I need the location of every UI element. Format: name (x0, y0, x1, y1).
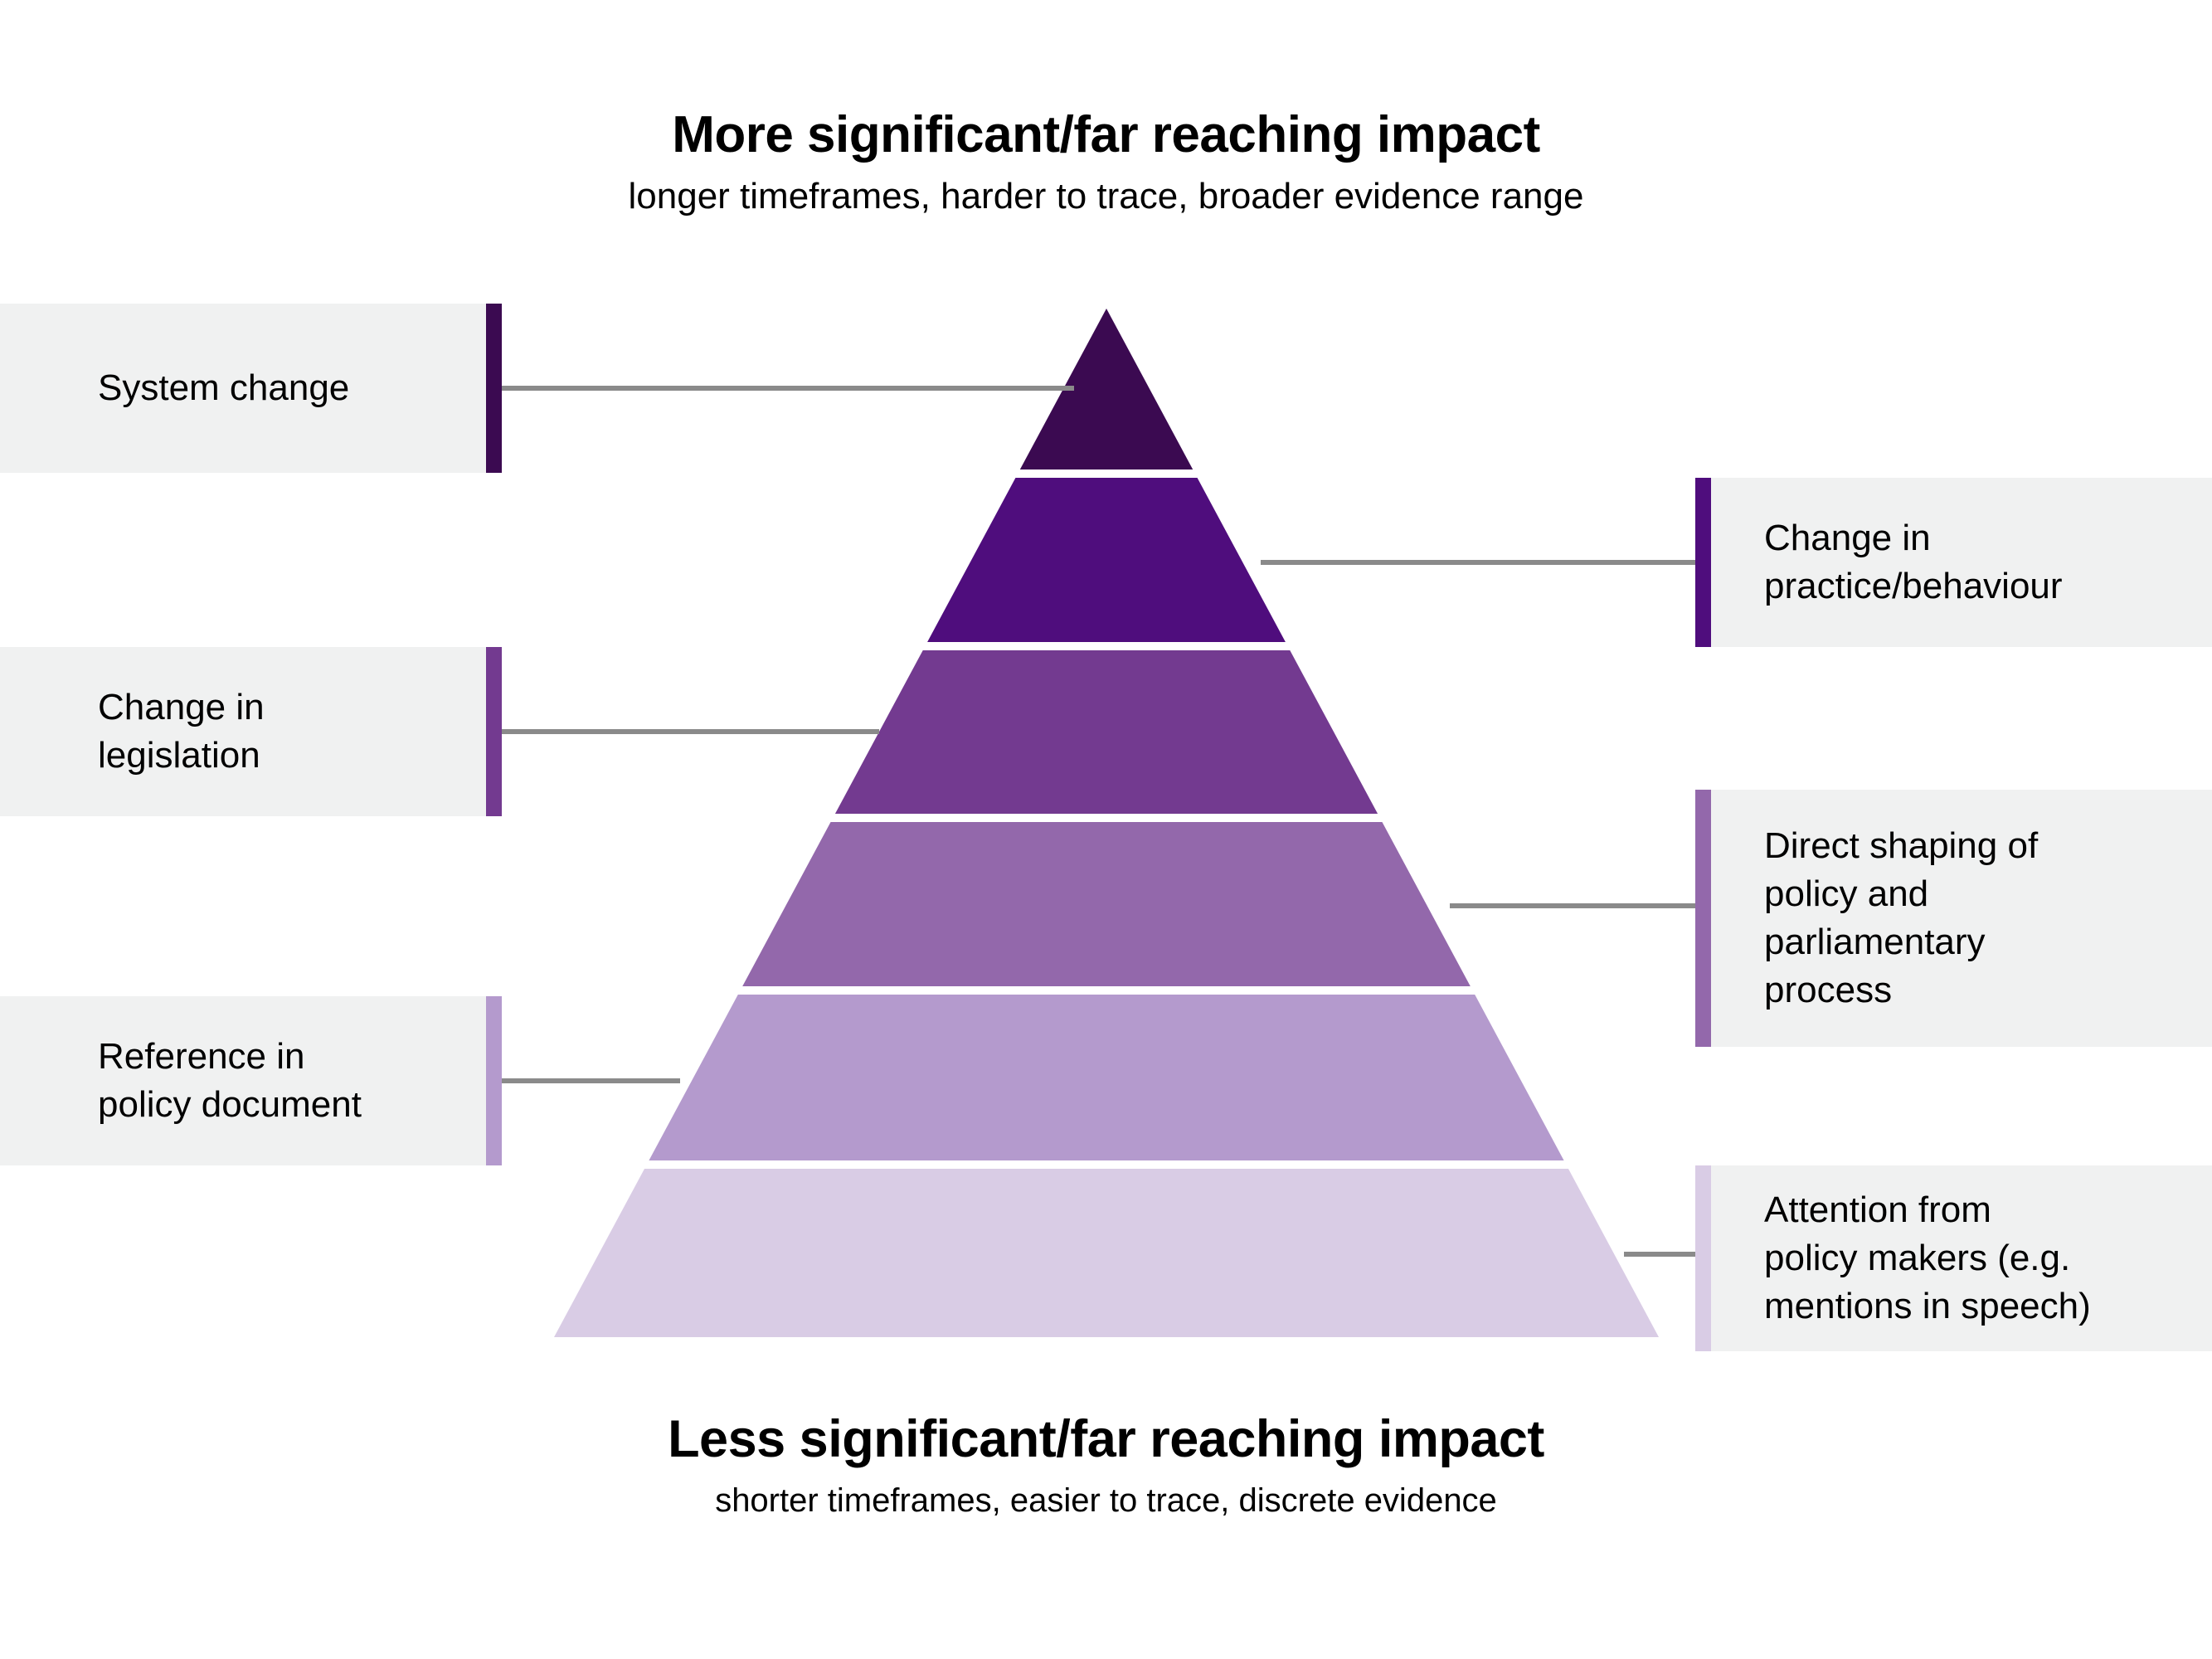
bottom-caption-title: Less significant/far reaching impact (668, 1410, 1544, 1468)
label-text-system-change: System change (98, 367, 350, 408)
label-box-direct-shaping-policy[interactable]: Direct shaping of policy and parliamenta… (1695, 790, 2212, 1047)
pyramid-bands (554, 309, 1659, 1337)
label-box-reference-policy-document[interactable]: Reference in policy document (0, 996, 502, 1165)
label-box-attention-policy-makers[interactable]: Attention from policy makers (e.g. menti… (1695, 1165, 2212, 1351)
label-box-system-change[interactable]: System change (0, 304, 502, 473)
accent-bar-attention-policy-makers (1695, 1165, 1711, 1351)
top-caption: More significant/far reaching impact lon… (0, 106, 2212, 219)
top-caption-subtitle: longer timeframes, harder to trace, broa… (628, 176, 1584, 217)
accent-bar-change-practice-behaviour (1695, 478, 1711, 647)
label-text-reference-policy-document: Reference in policy document (98, 1035, 362, 1125)
top-caption-title: More significant/far reaching impact (672, 106, 1540, 163)
accent-bar-direct-shaping-policy (1695, 790, 1711, 1047)
pyramid-band-5 (554, 995, 1659, 1160)
connector-lines (502, 386, 1695, 1257)
label-text-attention-policy-makers: Attention from policy makers (e.g. menti… (1764, 1189, 2091, 1327)
accent-bar-change-legislation (486, 647, 502, 816)
label-text-change-legislation: Change in legislation (98, 686, 265, 776)
label-box-change-legislation[interactable]: Change in legislation (0, 647, 502, 816)
label-text-direct-shaping-policy: Direct shaping of policy and parliamenta… (1764, 825, 2039, 1011)
accent-bar-reference-policy-document (486, 996, 502, 1165)
bottom-caption-subtitle: shorter timeframes, easier to trace, dis… (715, 1481, 1497, 1519)
pyramid-band-6 (554, 1169, 1659, 1337)
label-box-change-practice-behaviour[interactable]: Change in practice/behaviour (1695, 478, 2212, 647)
bottom-caption: Less significant/far reaching impact sho… (0, 1410, 2212, 1520)
pyramid-band-1 (554, 309, 1659, 469)
accent-bar-system-change (486, 304, 502, 473)
label-text-change-practice-behaviour: Change in practice/behaviour (1764, 517, 2063, 606)
